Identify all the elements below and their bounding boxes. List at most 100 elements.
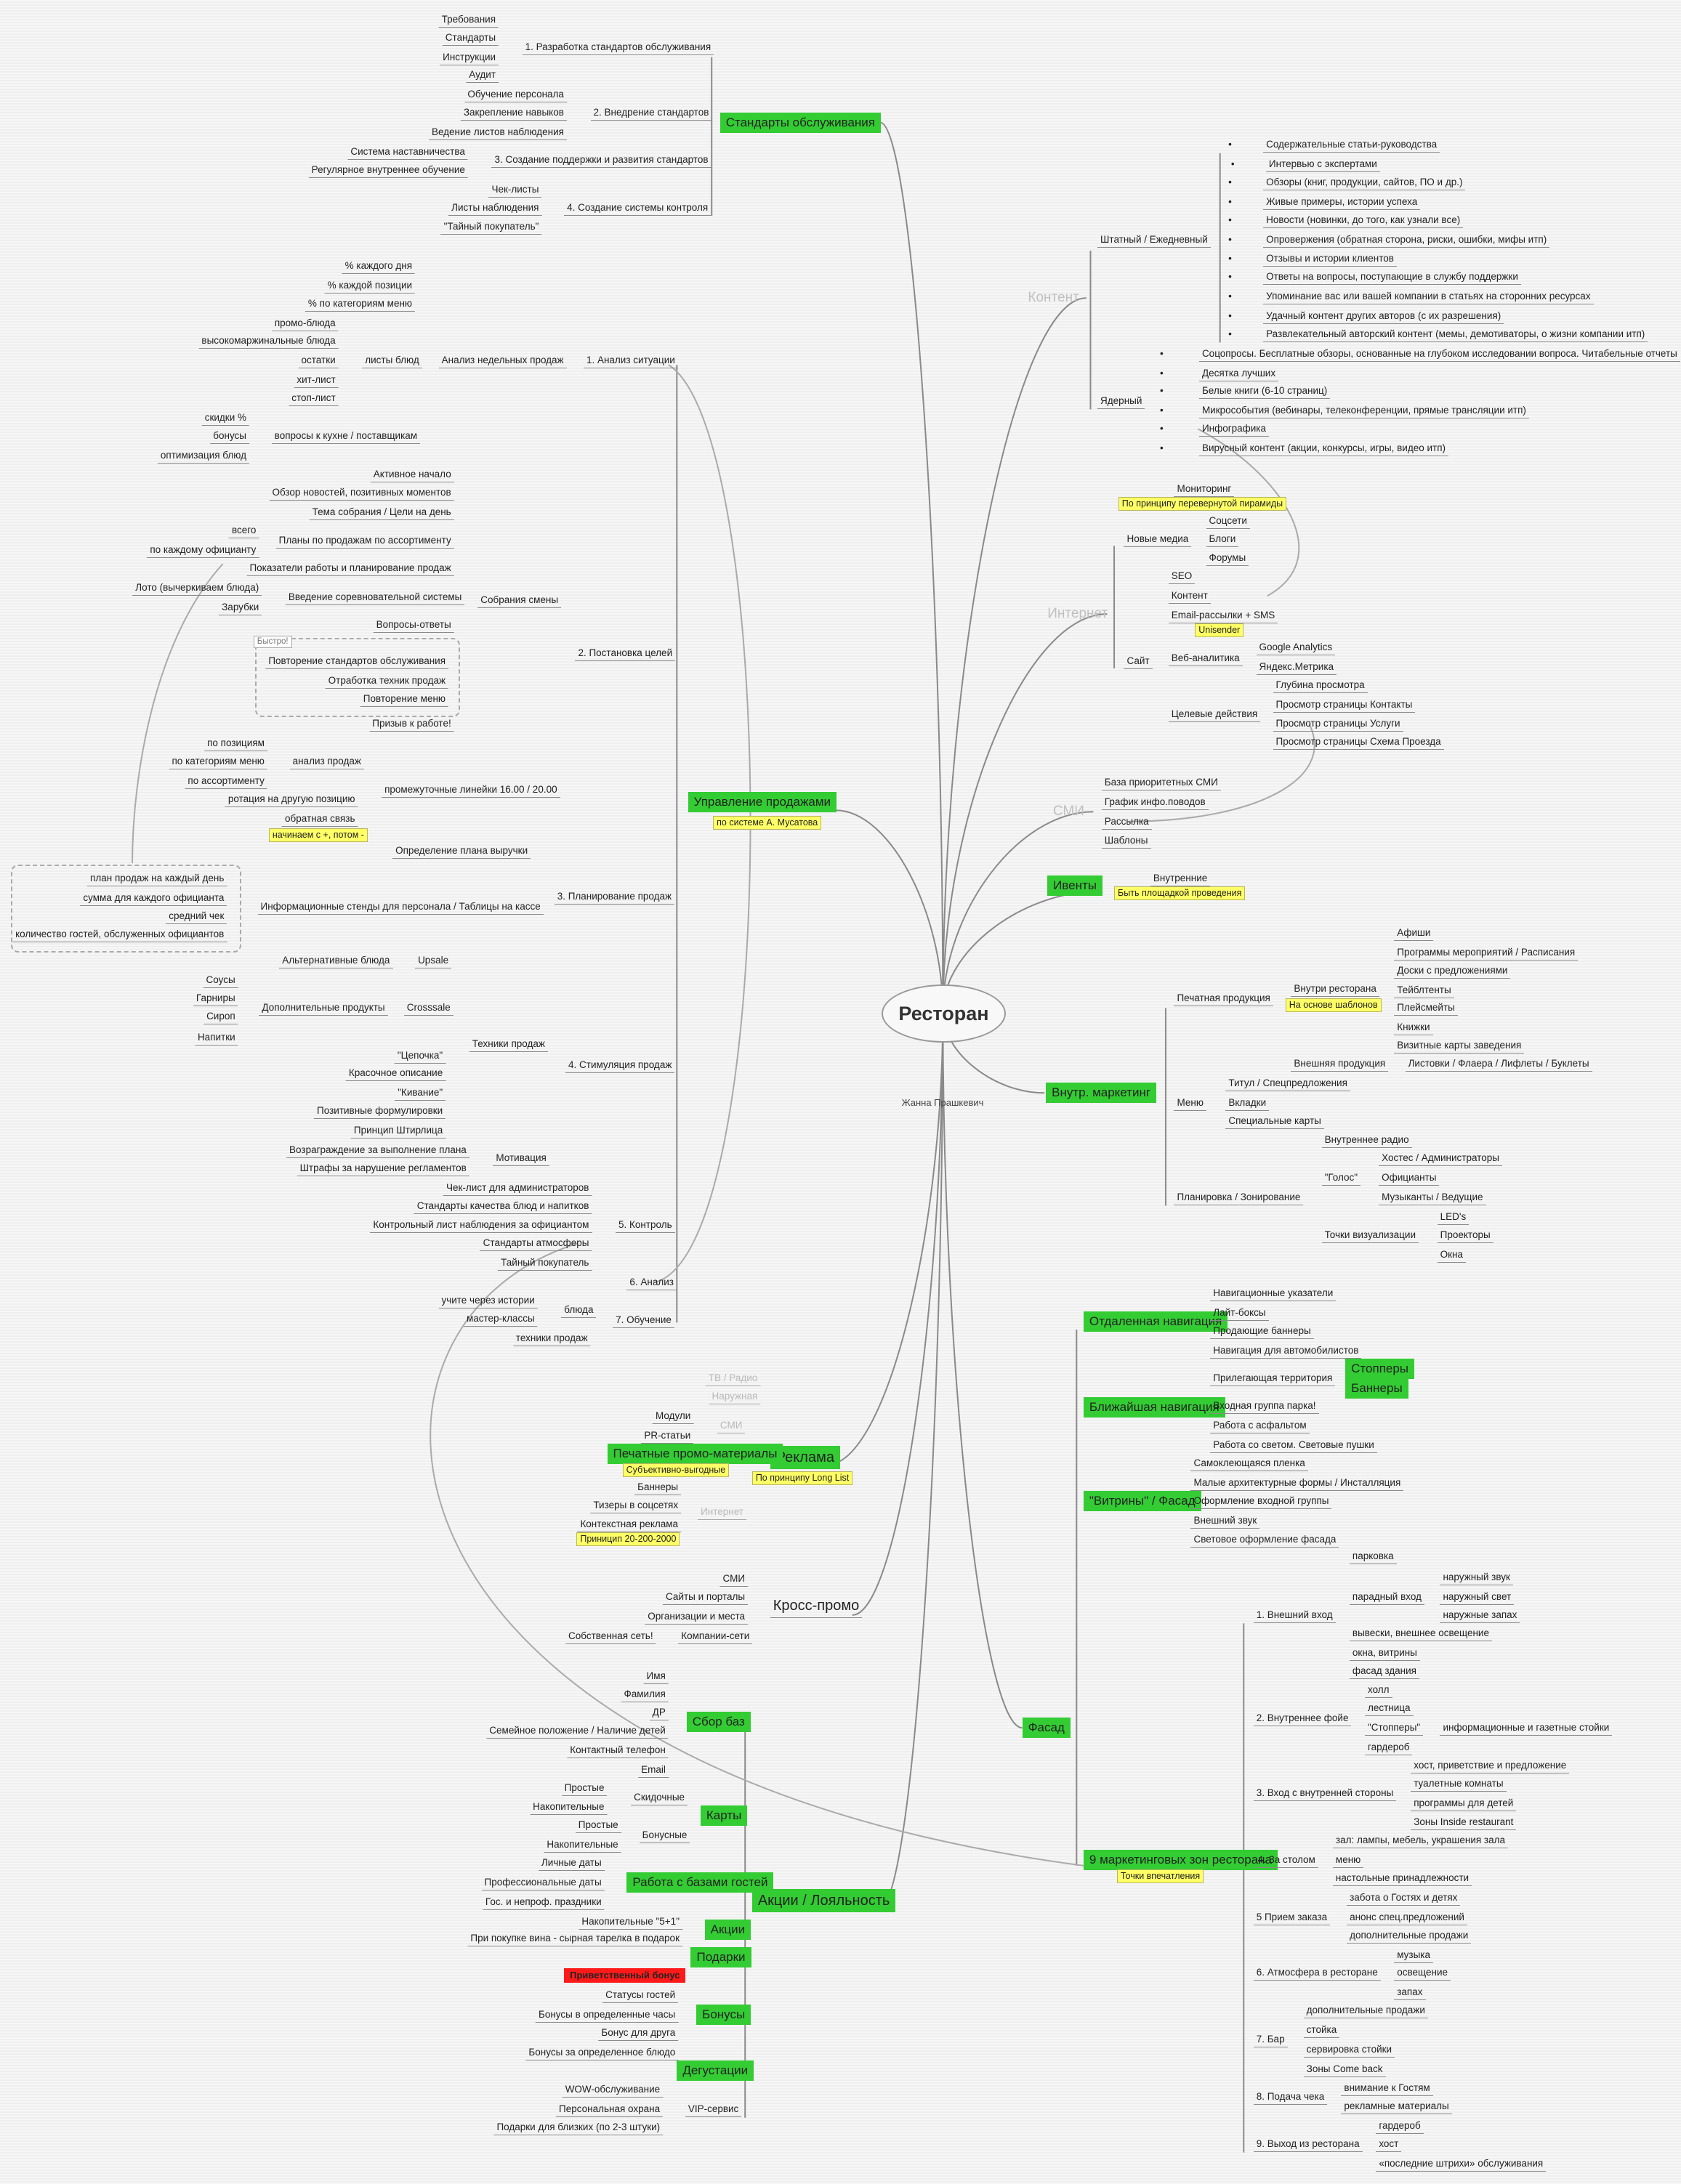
sales-node[interactable]: 1. Анализ ситуации [583,353,678,369]
sales-node[interactable]: Стандарты качества блюд и напитков [414,1199,592,1214]
content-node[interactable]: Обзоры (книг, продукции, сайтов, ПО и др… [1228,175,1466,191]
ads-node[interactable]: Субъективно-выгодные [622,1463,730,1477]
sales-node[interactable]: Вопросы-ответы [373,618,454,634]
sales-node[interactable]: промо-блюда [271,316,339,331]
ads-node[interactable]: Наружная [709,1389,761,1405]
media-node[interactable]: База приоритетных СМИ [1101,775,1221,790]
internet-node[interactable]: Форумы [1206,551,1249,567]
loyalty-node[interactable]: Простые [561,1781,608,1796]
standards-node[interactable]: 1. Разработка стандартов обслуживания [522,40,714,56]
sales-node[interactable]: Планы по продажам по ассортименту [275,533,454,549]
ads-node[interactable]: Приницип 20-200-2000 [576,1532,680,1547]
zones-node[interactable]: туалетные комнаты [1411,1776,1507,1792]
content-node[interactable]: Содержательные статьи-руководства [1228,137,1440,153]
standards-node[interactable]: Система наставничества [347,145,468,160]
loyalty-node-branch[interactable]: Бонусы [696,2004,751,2025]
internet-node[interactable]: Интернет [1047,606,1108,622]
ads-node[interactable]: Контекстная реклама [577,1517,682,1533]
loyalty-node[interactable]: Скидочные [631,1790,688,1805]
internal-node[interactable]: Книжки [1394,1020,1433,1036]
loyalty-node[interactable]: Простые [575,1818,621,1834]
content-node[interactable]: Вирусный контент (акции, конкурсы, игры,… [1160,441,1449,457]
zones-node[interactable]: 3. Вход с внутренней стороны [1253,1786,1397,1802]
sales-node[interactable]: Принцип Штирлица [350,1123,446,1139]
zones-node[interactable]: хост [1376,2137,1402,2153]
standards-node[interactable]: Ведение листов наблюдения [428,125,567,141]
sales-node[interactable]: средний чек [166,909,227,924]
facade-node-branch[interactable]: "Витрины" / Фасад [1083,1490,1201,1511]
ads-node[interactable]: PR-статьи [641,1428,694,1444]
loyalty-node[interactable]: ДР [649,1705,669,1721]
sales-node[interactable]: по категориям меню [169,754,267,770]
events-node[interactable]: Внутренние [1150,871,1211,887]
loyalty-node[interactable]: Имя [643,1669,669,1685]
facade-node[interactable]: Прилегающая территория [1210,1371,1336,1387]
zones-node[interactable]: хост, приветствие и предложение [1411,1758,1570,1774]
facade-node[interactable]: Световое оформление фасада [1190,1532,1339,1548]
internal-node[interactable]: Планировка / Зонирование [1174,1190,1304,1206]
zones-node[interactable]: забота о Гостях и детях [1347,1890,1461,1906]
facade-node[interactable]: Продающие баннеры [1210,1324,1314,1339]
facade-node[interactable]: Работа со светом. Световые пушки [1210,1438,1377,1454]
sales-node[interactable]: высокомаржинальные блюда [198,333,339,349]
standards-node[interactable]: Чек-листы [488,182,542,198]
sales-node[interactable]: стоп-лист [289,391,339,407]
facade-node[interactable]: Работа с асфальтом [1210,1418,1310,1434]
zones-node[interactable]: холл [1364,1683,1392,1699]
sales-node[interactable]: хит-лист [294,373,339,389]
content-node[interactable]: Удачный контент других авторов (с их раз… [1228,309,1504,324]
internal-node[interactable]: Внешняя продукция [1291,1056,1389,1072]
zones-node[interactable]: меню [1332,1853,1364,1869]
standards-node[interactable]: Закрепление навыков [460,105,567,121]
content-node[interactable]: Новости (новинки, до того, как узнали вс… [1228,213,1464,228]
sales-node[interactable]: скидки % [201,410,250,426]
loyalty-node[interactable]: Бонусные [639,1828,690,1843]
sales-node[interactable]: Дополнительные продукты [259,1000,388,1016]
standards-node[interactable]: Обучение персонала [464,87,567,103]
sales-node[interactable]: Активное начало [370,467,454,483]
internal-node[interactable]: Тейблтенты [1394,983,1454,998]
cross-node[interactable]: Сайты и порталы [663,1590,749,1606]
loyalty-node[interactable]: Контактный телефон [567,1743,669,1758]
loyalty-node[interactable]: Профессиональные даты [481,1875,605,1890]
facade-node[interactable]: Навигация для автомобилистов [1210,1343,1362,1359]
ads-node[interactable]: Интернет [698,1505,746,1521]
internet-node[interactable]: Целевые действия [1168,707,1261,723]
sales-node[interactable]: Повторение меню [360,692,449,707]
zones-node[interactable]: вывески, внешнее освещение [1349,1626,1492,1641]
sales-node[interactable]: Лото (вычеркиваем блюда) [132,581,262,596]
sales-node[interactable]: блюда [561,1303,597,1319]
zones-node[interactable]: настольные принадлежности [1332,1871,1472,1887]
sales-node[interactable]: 5. Контроль [616,1218,675,1234]
internet-node[interactable]: Контент [1168,589,1211,604]
sales-node[interactable]: Соусы [203,973,238,989]
sales-node[interactable]: листы блюд [362,353,422,369]
zones-node[interactable]: анонс спец.предложений [1347,1910,1467,1925]
internet-node[interactable]: Email-рассылки + SMS [1168,608,1278,623]
zones-node[interactable]: дополнительные продажи [1303,2003,1428,2019]
cross-node[interactable]: Компании-сети [678,1629,753,1644]
sales-node[interactable]: вопросы к кухне / поставщикам [271,429,421,444]
internal-node[interactable]: Титул / Спецпредложения [1225,1076,1350,1091]
internal-node[interactable]: Визитные карты заведения [1394,1038,1525,1054]
sales-node[interactable]: Информационные стенды для персонала / Та… [257,899,544,915]
internet-node[interactable]: Веб-аналитика [1168,651,1243,667]
loyalty-node[interactable]: Персональная охрана [556,2102,664,2118]
content-node[interactable]: Инфографика [1160,421,1270,437]
loyalty-node[interactable]: При покупке вина - сырная тарелка в пода… [467,1931,682,1946]
sales-node[interactable]: 4. Стимуляция продаж [565,1058,675,1073]
standards-node[interactable]: 3. Создание поддержки и развития стандар… [491,153,711,169]
zones-node[interactable]: программы для детей [1411,1796,1517,1811]
internet-node[interactable]: Просмотр страницы Услуги [1273,716,1403,732]
facade-node-branch[interactable]: 9 маркетинговых зон ресторана [1083,1850,1278,1871]
sales-node[interactable]: Техники продаж [469,1037,548,1053]
internal-node[interactable]: Проекторы [1437,1228,1493,1243]
sales-node[interactable]: бонусы [210,429,250,444]
internet-node[interactable]: Соцсети [1206,514,1250,529]
standards-node[interactable]: Инструкции [440,50,499,65]
standards-node[interactable]: Требования [438,12,499,28]
standards-node[interactable]: Стандарты [442,31,499,46]
standards-node-branch[interactable]: Стандарты обслуживания [719,112,881,133]
sales-node[interactable]: Чек-лист для администраторов [443,1181,592,1196]
sales-node[interactable]: "Кивание" [395,1085,446,1101]
